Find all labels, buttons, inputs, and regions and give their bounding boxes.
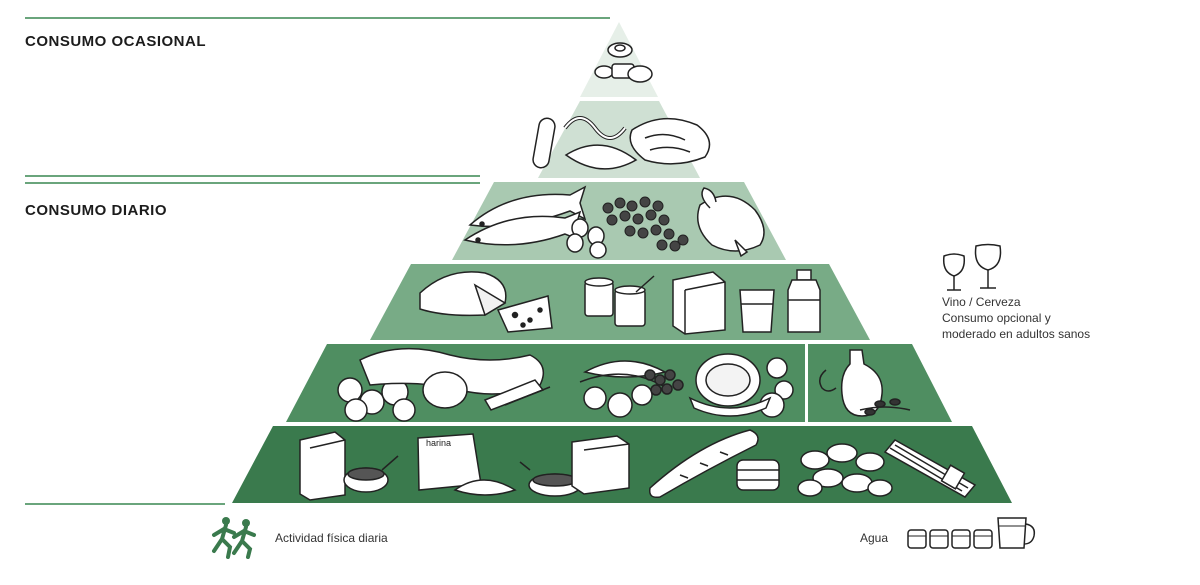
mid-rule-2 bbox=[25, 182, 480, 184]
cheese-icon bbox=[419, 271, 553, 333]
bottom-rule bbox=[25, 503, 225, 505]
chicken-icon bbox=[697, 187, 765, 258]
fruits-icon bbox=[579, 353, 794, 418]
red-meat-icon bbox=[629, 117, 711, 165]
vegetables-icon bbox=[337, 347, 551, 422]
sweets-icon bbox=[594, 42, 653, 83]
occasional-title: CONSUMO OCASIONAL bbox=[25, 33, 206, 50]
bread-icon bbox=[648, 429, 780, 499]
water-glasses-icon bbox=[907, 517, 1036, 549]
mid-rule-1 bbox=[25, 175, 480, 177]
pasta-icon bbox=[883, 439, 977, 498]
runners-icon bbox=[212, 517, 256, 559]
activity-label: Actividad física diaria bbox=[275, 531, 388, 545]
wine-glasses-icon bbox=[942, 243, 1002, 291]
pyramid-tier-occasional-sweets bbox=[580, 22, 658, 97]
sausage-icon bbox=[532, 116, 638, 170]
legumes-icon bbox=[602, 196, 689, 252]
flour-bag-icon: harina bbox=[417, 433, 517, 496]
rice-bowl-icon bbox=[519, 435, 630, 497]
milk-glass-icon bbox=[739, 289, 775, 333]
milk-bottle-icon bbox=[787, 269, 821, 333]
side-note-line-1: Vino / Cerveza bbox=[942, 295, 1021, 309]
eggs-icon bbox=[566, 218, 607, 259]
olive-oil-icon bbox=[819, 349, 911, 417]
top-rule bbox=[25, 17, 610, 19]
milk-carton-icon bbox=[672, 271, 726, 335]
water-label: Agua bbox=[860, 531, 889, 545]
fish-icon bbox=[463, 185, 587, 246]
flour-bag-label: harina bbox=[426, 438, 451, 448]
side-note-line-3: moderado en adultos sanos bbox=[942, 327, 1091, 341]
yogurt-icon bbox=[584, 275, 655, 327]
side-note: Vino / Cerveza Consumo opcional y modera… bbox=[942, 294, 1090, 342]
side-note-line-2: Consumo opcional y bbox=[942, 311, 1051, 325]
potatoes-icon bbox=[797, 443, 893, 497]
daily-title: CONSUMO DIARIO bbox=[25, 202, 167, 219]
cereal-box-icon bbox=[299, 431, 399, 501]
